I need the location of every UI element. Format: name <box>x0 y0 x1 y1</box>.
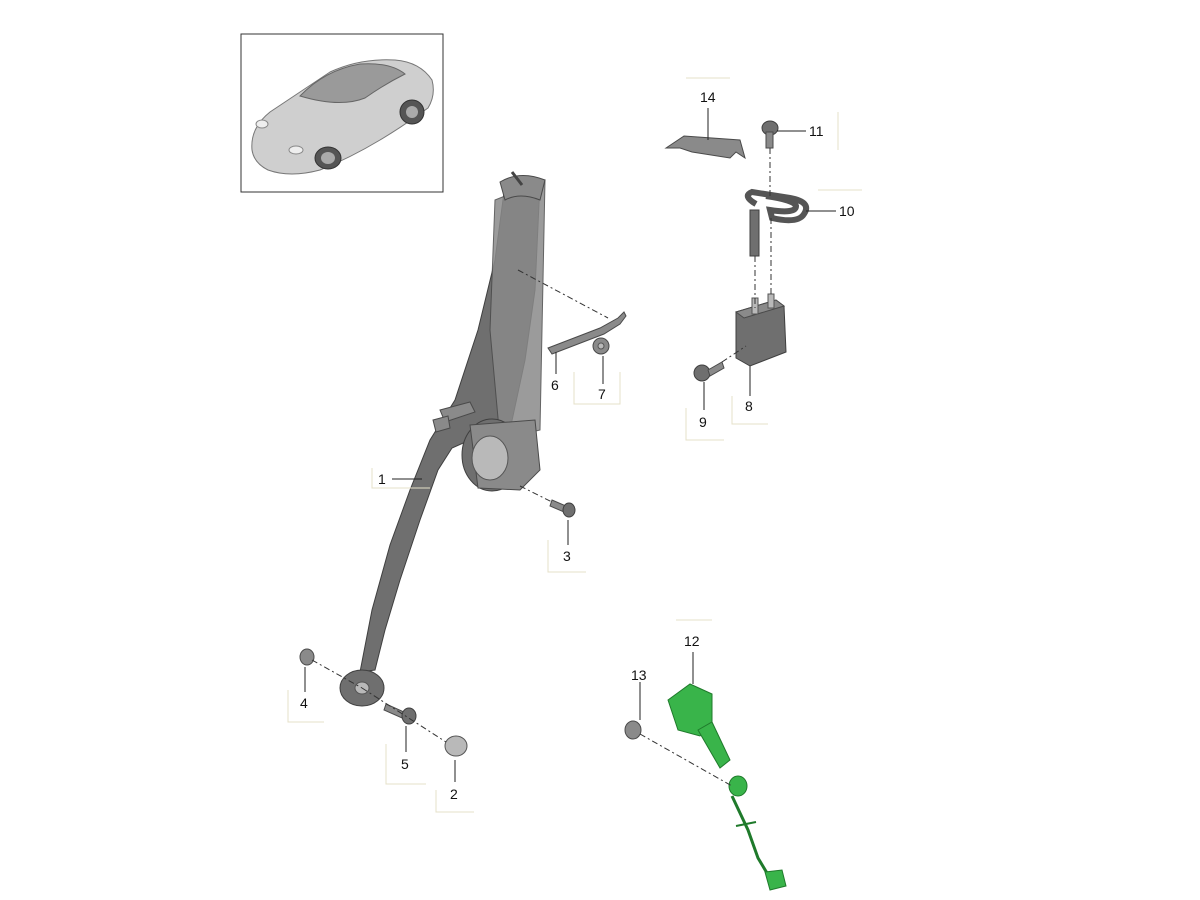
nut-part-4[interactable] <box>299 648 315 666</box>
callout-leaders <box>304 108 836 782</box>
bolt-part-9[interactable] <box>693 361 725 382</box>
car-illustration <box>251 59 434 175</box>
bolt-part-3[interactable] <box>549 499 576 518</box>
callout-12[interactable]: 12 <box>684 633 700 649</box>
vehicle-thumbnail[interactable] <box>240 33 444 193</box>
nut-part-7[interactable] <box>592 337 610 355</box>
callout-5[interactable]: 5 <box>401 756 409 772</box>
callout-14[interactable]: 14 <box>700 89 716 105</box>
reference-brackets <box>287 77 862 813</box>
bolt-part-5[interactable] <box>383 703 417 725</box>
seat-belt-assembly[interactable] <box>339 171 546 707</box>
callout-11[interactable]: 11 <box>809 123 824 139</box>
callout-labels: 1 2 3 4 5 6 7 8 9 10 11 12 13 14 <box>300 89 855 802</box>
callout-2[interactable]: 2 <box>450 786 458 802</box>
callout-1[interactable]: 1 <box>378 471 386 487</box>
bolt-part-11[interactable] <box>761 120 779 149</box>
callout-7[interactable]: 7 <box>598 386 606 402</box>
bolt-part-13[interactable] <box>624 720 642 740</box>
belt-guide-bracket[interactable] <box>547 311 627 355</box>
trim-bracket-part-14[interactable] <box>664 135 746 160</box>
assembly-lines <box>311 148 772 787</box>
callout-10[interactable]: 10 <box>839 203 855 219</box>
callout-6[interactable]: 6 <box>551 377 559 393</box>
housing-part-8[interactable] <box>734 293 787 367</box>
callout-3[interactable]: 3 <box>563 548 571 564</box>
seat-belt-buckle-part-12[interactable] <box>667 683 787 891</box>
callout-8[interactable]: 8 <box>745 398 753 414</box>
callout-13[interactable]: 13 <box>631 667 647 683</box>
callout-9[interactable]: 9 <box>699 414 707 430</box>
callout-4[interactable]: 4 <box>300 695 308 711</box>
u-bracket-part-10[interactable] <box>744 188 810 257</box>
cap-part-2[interactable] <box>444 735 468 757</box>
